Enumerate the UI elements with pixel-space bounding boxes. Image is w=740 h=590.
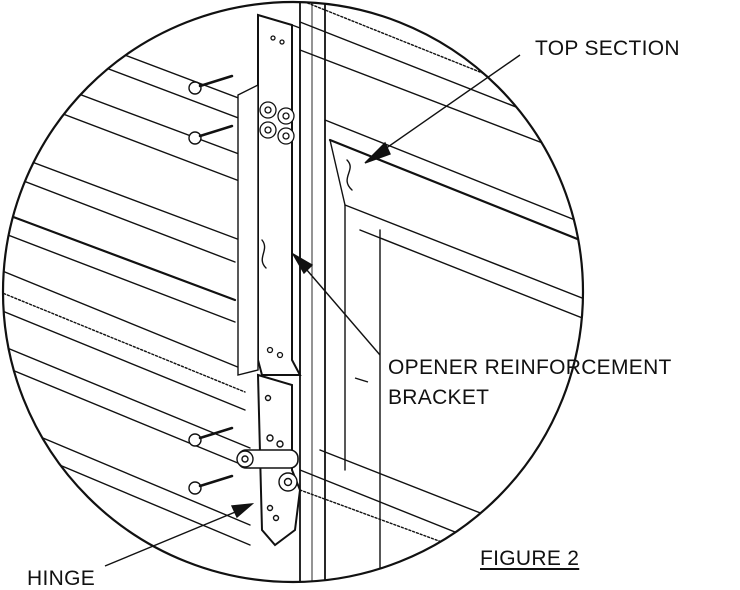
lower-screws <box>188 426 234 495</box>
opener-label-line2: BRACKET <box>388 386 490 409</box>
bracket-holes <box>259 35 295 359</box>
lower-panel-lines <box>3 269 251 546</box>
figure-caption: FIGURE 2 <box>480 547 580 570</box>
hinge-label: HINGE <box>27 567 96 590</box>
hinge-assembly <box>236 373 302 547</box>
top-section-label: TOP SECTION <box>535 37 680 60</box>
upper-screws <box>188 74 234 145</box>
leader-lines <box>104 54 521 567</box>
opener-label-line1: OPENER REINFORCEMENT <box>388 356 672 379</box>
